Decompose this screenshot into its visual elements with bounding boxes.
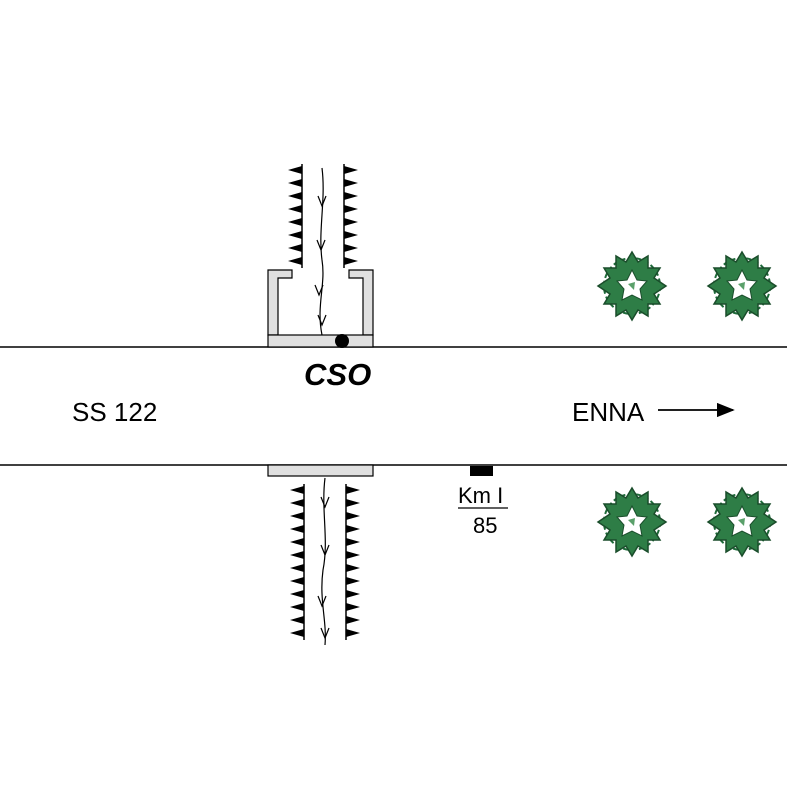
road-name-label: SS 122	[72, 397, 157, 427]
tree-icon	[707, 487, 777, 557]
embankment-tick	[290, 629, 304, 637]
embankment-tick	[346, 590, 360, 598]
embankment-tick	[290, 486, 304, 494]
flow-line-upper	[319, 167, 324, 336]
culvert-sill-upper	[267, 334, 374, 348]
embankment-tick	[288, 192, 302, 200]
embankment-tick	[346, 538, 360, 546]
culvert-point	[335, 334, 349, 348]
embankment-tick	[346, 551, 360, 559]
embankment-tick	[290, 525, 304, 533]
embankment-tick	[288, 244, 302, 252]
embankment-tick	[290, 512, 304, 520]
embankment-tick	[344, 205, 358, 213]
embankment-tick	[290, 603, 304, 611]
embankment-tick	[290, 577, 304, 585]
embankment-tick	[346, 603, 360, 611]
flow-arrow-7	[317, 595, 327, 608]
destination-label: ENNA	[572, 397, 645, 427]
embankment-tick	[346, 629, 360, 637]
embankment-tick	[288, 179, 302, 187]
embankment-tick	[290, 538, 304, 546]
embankment-tick	[288, 205, 302, 213]
embankment-tick	[344, 179, 358, 187]
embankment-tick	[344, 166, 358, 174]
embankment-tick	[346, 525, 360, 533]
embankment-tick	[288, 218, 302, 226]
culvert-sill-lower	[267, 464, 374, 477]
embankment-tick	[288, 166, 302, 174]
embankment-right-upper	[343, 164, 358, 268]
embankment-tick	[346, 486, 360, 494]
embankment-tick	[344, 244, 358, 252]
tree-icon	[597, 251, 667, 321]
embankment-tick	[344, 257, 358, 265]
embankment-tick	[288, 257, 302, 265]
km-label: Km I	[458, 483, 503, 508]
embankment-tick	[344, 192, 358, 200]
embankment-tick	[344, 218, 358, 226]
flow-arrow-2	[316, 239, 326, 252]
km-value: 85	[473, 513, 497, 538]
tree-icon	[707, 251, 777, 321]
embankment-tick	[290, 616, 304, 624]
embankment-tick	[346, 577, 360, 585]
embankment-tick	[290, 564, 304, 572]
flow-arrow-6	[320, 544, 330, 557]
culvert-label: CSO	[304, 357, 371, 392]
embankment-tick	[346, 512, 360, 520]
embankment-tick	[288, 231, 302, 239]
flow-arrow-4	[317, 314, 327, 327]
embankment-tick	[290, 499, 304, 507]
culvert-headwall-upper	[267, 269, 293, 336]
km-post-icon	[470, 466, 493, 476]
embankment-right-lower	[345, 484, 360, 640]
embankment-tick	[346, 499, 360, 507]
embankment-tick	[346, 564, 360, 572]
flow-arrow-5	[320, 496, 330, 509]
embankment-tick	[346, 616, 360, 624]
embankment-left-lower	[290, 484, 305, 640]
culvert-headwall-upper-right	[348, 269, 374, 336]
embankment-left-upper	[288, 164, 303, 268]
tree-icon	[597, 487, 667, 557]
flow-arrow-1	[317, 195, 327, 208]
embankment-tick	[344, 231, 358, 239]
flow-arrow-3	[314, 284, 324, 297]
flow-arrow-8	[320, 627, 330, 640]
embankment-tick	[290, 590, 304, 598]
embankment-tick	[290, 551, 304, 559]
